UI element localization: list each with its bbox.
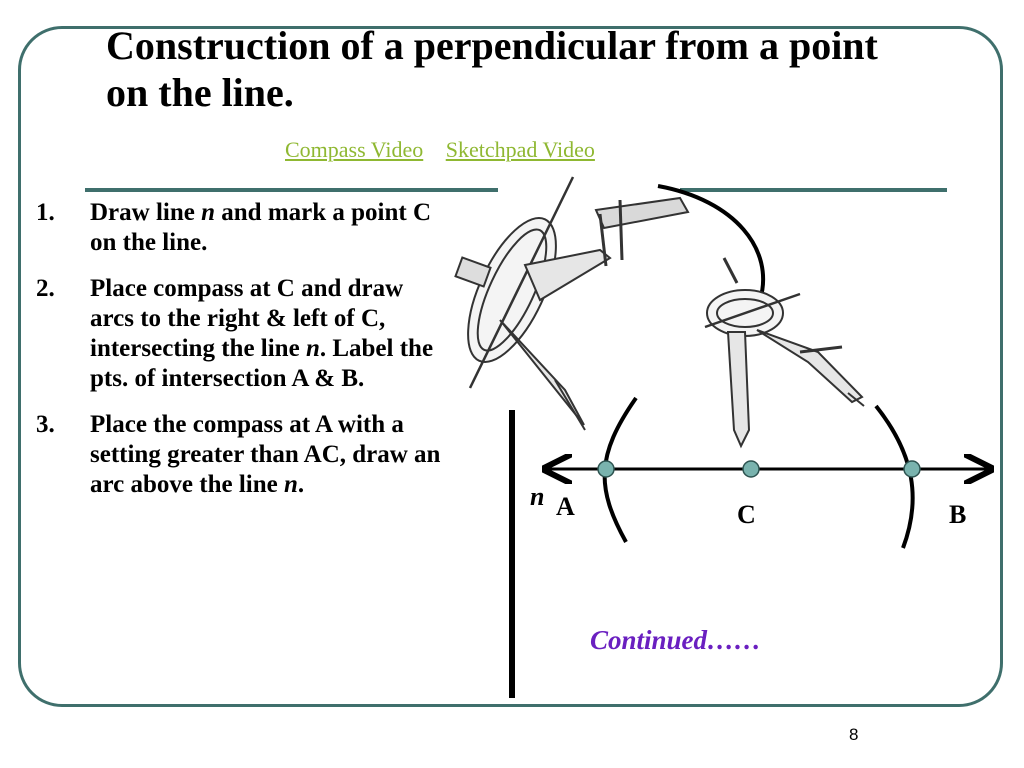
step-text: . xyxy=(297,471,305,498)
point-c-marker xyxy=(742,460,760,478)
construction-steps: 1. Draw line n and mark a point C on the… xyxy=(36,198,446,516)
step-number: 3. xyxy=(36,411,55,438)
step-line-var: n xyxy=(201,199,216,226)
arc-above xyxy=(657,184,766,301)
arc-right xyxy=(874,404,915,549)
point-a-label: A xyxy=(556,492,575,521)
step-item: 3. Place the compass at A with a setting… xyxy=(36,410,446,500)
step-text: Draw line xyxy=(90,199,202,226)
point-b-marker xyxy=(903,460,921,478)
compass-video-link[interactable]: Compass Video xyxy=(285,137,424,162)
continued-text: Continued…… xyxy=(590,625,762,655)
video-links: Compass Video Sketchpad Video xyxy=(285,137,612,163)
sketchpad-video-link[interactable]: Sketchpad Video xyxy=(445,137,595,162)
compass-right-icon xyxy=(704,257,865,449)
step-text: and mark a point C on the line. xyxy=(90,199,432,256)
title-rule-right xyxy=(680,188,947,192)
step-text: Place the compass at A with a setting gr… xyxy=(90,411,441,498)
step-item: 1. Draw line n and mark a point C on the… xyxy=(36,198,446,258)
slide-frame xyxy=(18,26,1003,707)
step-number: 1. xyxy=(36,199,55,226)
point-c-label: C xyxy=(737,500,756,529)
slide-title: Construction of a perpendicular from a p… xyxy=(106,23,878,115)
step-line-var: n xyxy=(305,335,320,362)
point-b-label: B xyxy=(949,500,967,529)
step-text: . Label the pts. of intersection A & B. xyxy=(90,335,434,392)
step-number: 2. xyxy=(36,275,55,302)
compass-left-icon xyxy=(454,176,690,431)
page-number: 8 xyxy=(849,725,859,744)
line-n-label: n xyxy=(530,482,545,511)
point-a-marker xyxy=(597,460,615,478)
title-rule-left xyxy=(85,188,498,192)
step-line-var: n xyxy=(283,471,298,498)
step-item: 2. Place compass at C and draw arcs to t… xyxy=(36,274,446,394)
step-text: Place compass at C and draw arcs to the … xyxy=(90,275,404,362)
